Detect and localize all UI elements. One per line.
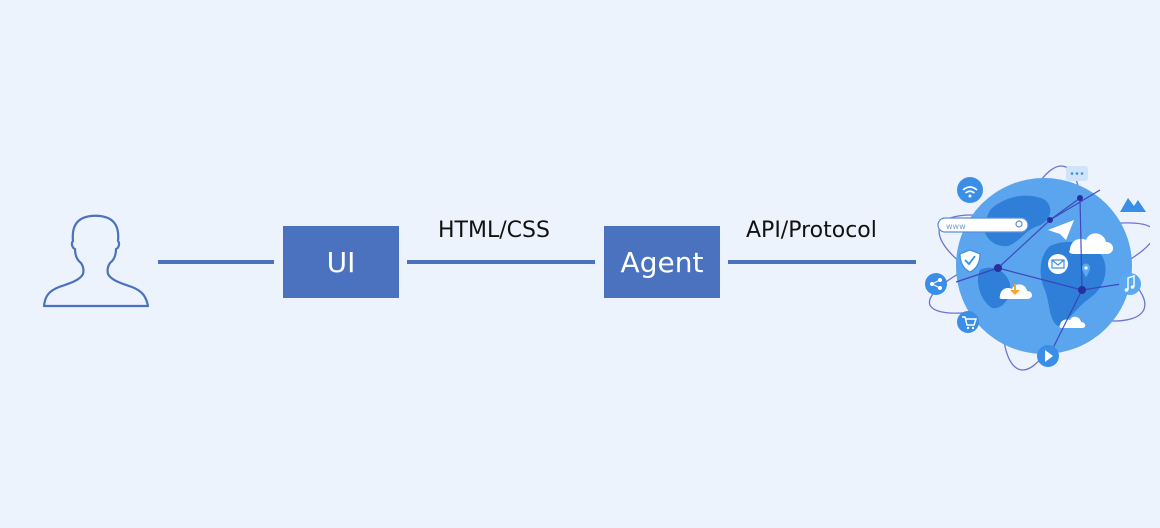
edge-label-html-css: HTML/CSS <box>438 218 550 243</box>
mountain-image-icon <box>1120 198 1146 212</box>
globe-network-icon: www <box>925 165 1150 371</box>
network-nodes <box>994 195 1086 294</box>
search-bar-icon: www <box>937 217 1029 233</box>
share-icon <box>925 273 947 295</box>
download-icon <box>1010 284 1020 295</box>
chat-icon <box>1066 166 1088 181</box>
connector-ui-agent <box>407 260 595 264</box>
play-icon <box>1037 345 1059 367</box>
wifi-icon <box>957 177 983 203</box>
connector-agent-internet <box>728 260 916 264</box>
cart-icon <box>957 311 979 333</box>
connector-user-ui <box>158 260 274 264</box>
svg-text:www: www <box>946 222 966 231</box>
edge-label-api-protocol: API/Protocol <box>746 218 877 243</box>
music-note-icon <box>1119 273 1141 295</box>
paper-plane-icon <box>1048 220 1074 240</box>
ui-node-label: UI <box>326 245 356 279</box>
user-silhouette-icon <box>42 214 150 308</box>
mail-icon <box>1048 254 1068 274</box>
agent-node: Agent <box>604 226 720 298</box>
ui-node: UI <box>283 226 399 298</box>
shield-check-icon <box>959 249 981 273</box>
location-pin-icon <box>1082 263 1090 278</box>
agent-node-label: Agent <box>620 245 704 279</box>
